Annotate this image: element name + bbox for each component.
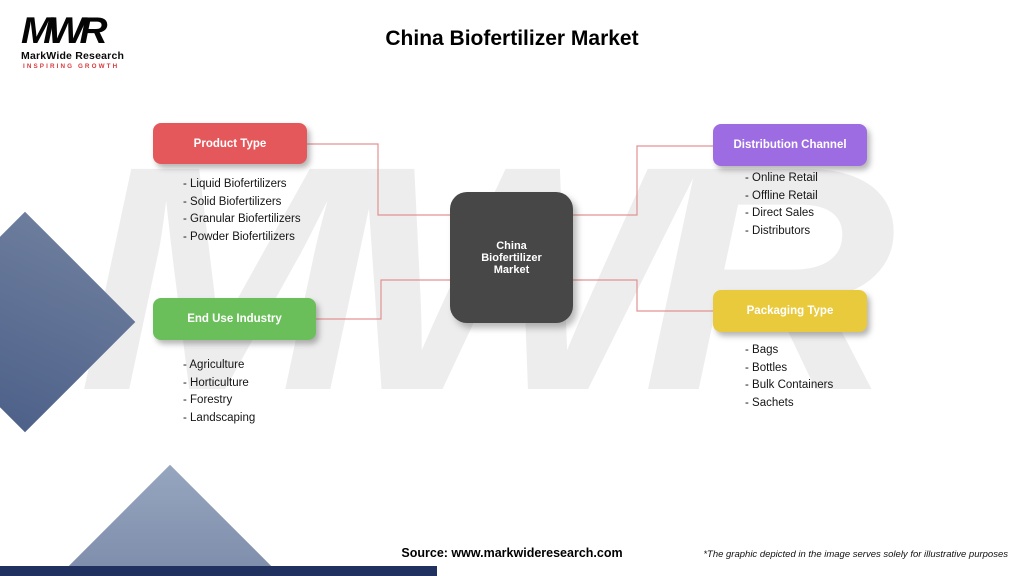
- list-item: - Powder Biofertilizers: [183, 230, 295, 243]
- center-node-label: China Biofertilizer Market: [481, 239, 542, 276]
- list-item: - Online Retail: [745, 172, 818, 184]
- logo-name: MarkWide Research: [21, 50, 125, 62]
- node-product-type: Product Type: [153, 123, 307, 164]
- node-end-use-industry: End Use Industry: [153, 298, 316, 340]
- list-item: - Horticulture: [183, 376, 249, 389]
- list-item: - Granular Biofertilizers: [183, 213, 301, 225]
- connector-packaging-type: [573, 279, 713, 312]
- list-item: - Bottles: [745, 361, 788, 374]
- node-distribution-channel-label: Distribution Channel: [733, 139, 847, 151]
- node-product-type-list: - Liquid Biofertilizers - Solid Bioferti…: [183, 176, 301, 246]
- decor-bottom-strip: [0, 566, 437, 576]
- connector-product-type: [307, 143, 450, 216]
- center-node: China Biofertilizer Market: [450, 192, 573, 323]
- node-product-type-label: Product Type: [193, 137, 267, 150]
- list-item: - Forestry: [183, 394, 233, 406]
- logo-tagline: Inspiring Growth: [23, 63, 120, 70]
- list-item: - Landscaping: [183, 411, 256, 424]
- node-end-use-industry-list: - Agriculture - Horticulture - Forestry …: [183, 357, 255, 427]
- node-packaging-type: Packaging Type: [713, 290, 867, 332]
- connector-distribution-channel: [573, 145, 713, 216]
- list-item: - Sachets: [745, 396, 794, 409]
- list-item: - Direct Sales: [745, 207, 815, 219]
- list-item: - Bulk Containers: [745, 379, 834, 391]
- source-text: Source: www.markwideresearch.com: [401, 546, 623, 560]
- list-item: - Distributors: [745, 224, 811, 237]
- node-distribution-channel-list: - Online Retail - Offline Retail - Direc…: [745, 170, 818, 240]
- logo-mark: MWR: [21, 10, 108, 51]
- connector-end-use-industry: [316, 279, 450, 320]
- logo: MWR MarkWide Research Inspiring Growth: [21, 12, 125, 71]
- list-item: - Agriculture: [183, 359, 245, 371]
- node-end-use-industry-label: End Use Industry: [187, 313, 282, 325]
- page-title: China Biofertilizer Market: [385, 27, 639, 50]
- node-packaging-type-label: Packaging Type: [746, 305, 834, 317]
- list-item: - Liquid Biofertilizers: [183, 178, 287, 190]
- list-item: - Solid Biofertilizers: [183, 195, 282, 208]
- list-item: - Bags: [745, 344, 779, 356]
- node-packaging-type-list: - Bags - Bottles - Bulk Containers - Sac…: [745, 342, 833, 412]
- list-item: - Offline Retail: [745, 189, 818, 202]
- disclaimer-text: *The graphic depicted in the image serve…: [703, 549, 1008, 560]
- node-distribution-channel: Distribution Channel: [713, 124, 867, 166]
